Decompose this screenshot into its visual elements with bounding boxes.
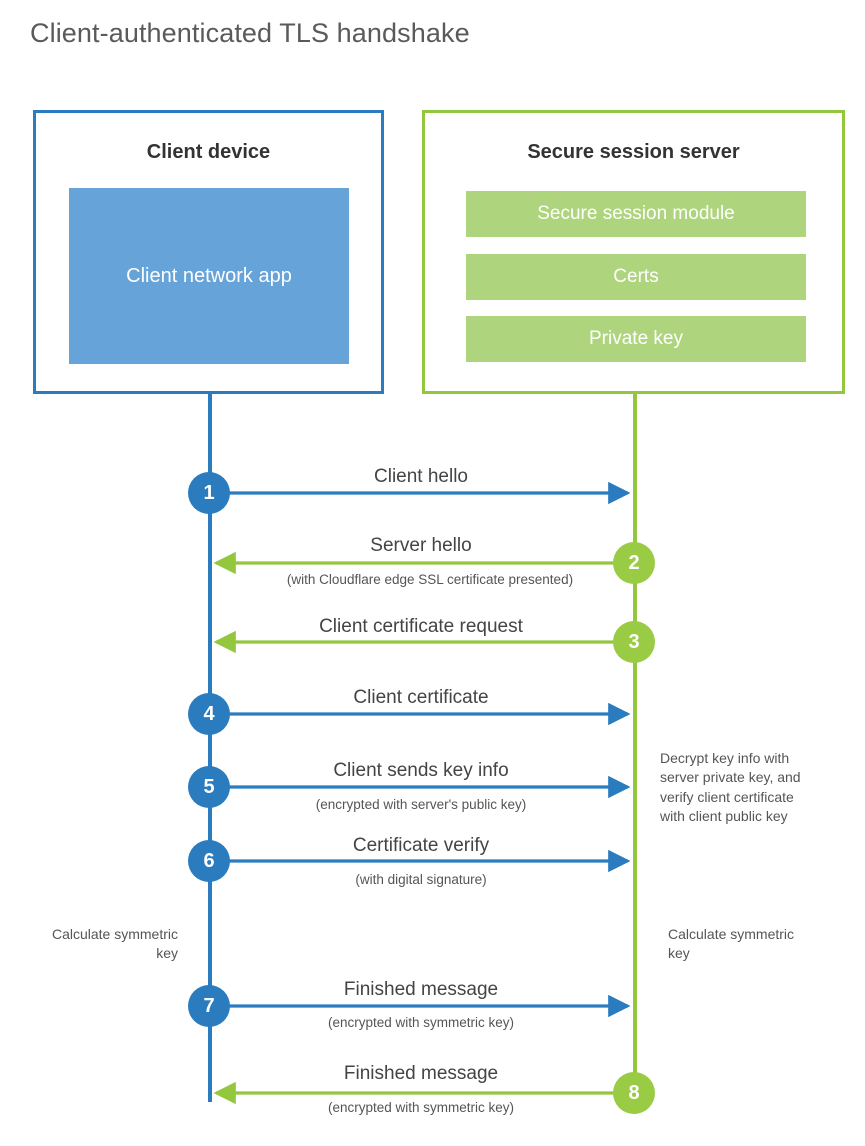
message-label-7: Finished message <box>343 979 499 1000</box>
message-label-1: Client hello <box>374 466 468 487</box>
client-device-box: Client device Client network app <box>33 110 384 394</box>
step-badge-4[interactable]: 4 <box>188 693 230 735</box>
message-label-5: Client sends key info <box>333 760 509 781</box>
client-device-title: Client device <box>146 141 271 163</box>
server-lifeline <box>633 394 637 1094</box>
server-panel-secure-session-module: Secure session module <box>466 191 806 237</box>
message-label-4: Client certificate <box>353 687 489 708</box>
page-title: Client-authenticated TLS handshake <box>30 18 470 48</box>
step-badge-8[interactable]: 8 <box>613 1072 655 1114</box>
message-label-6: Certificate verify <box>352 835 490 856</box>
message-label-3: Client certificate request <box>319 616 523 637</box>
step-badge-2[interactable]: 2 <box>613 542 655 584</box>
note-server-decrypt: Decrypt key info with server private key… <box>660 750 801 824</box>
message-sub-6: (with digital signature) <box>355 872 487 887</box>
secure-session-server-title: Secure session server <box>527 141 740 163</box>
step-badge-6[interactable]: 6 <box>188 840 230 882</box>
message-sub-5: (encrypted with server's public key) <box>315 797 527 812</box>
note-client-calculate: Calculate symmetric key <box>51 926 178 962</box>
step-badge-5[interactable]: 5 <box>188 766 230 808</box>
secure-session-server-box: Secure session server Secure session mod… <box>422 110 845 394</box>
step-badge-7[interactable]: 7 <box>188 985 230 1027</box>
server-panel-certs: Certs <box>466 254 806 300</box>
client-lifeline <box>208 394 212 1102</box>
message-label-8: Finished message <box>343 1063 499 1084</box>
server-panel-private-key: Private key <box>466 316 806 362</box>
step-badge-1[interactable]: 1 <box>188 472 230 514</box>
note-server-calculate: Calculate symmetric key <box>668 926 795 962</box>
message-sub-2: (with Cloudflare edge SSL certificate pr… <box>286 572 574 587</box>
message-sub-7: (encrypted with symmetric key) <box>327 1015 515 1030</box>
message-sub-8: (encrypted with symmetric key) <box>327 1100 515 1115</box>
message-label-2: Server hello <box>370 535 472 556</box>
step-badge-3[interactable]: 3 <box>613 621 655 663</box>
client-network-app-panel: Client network app <box>69 188 349 364</box>
